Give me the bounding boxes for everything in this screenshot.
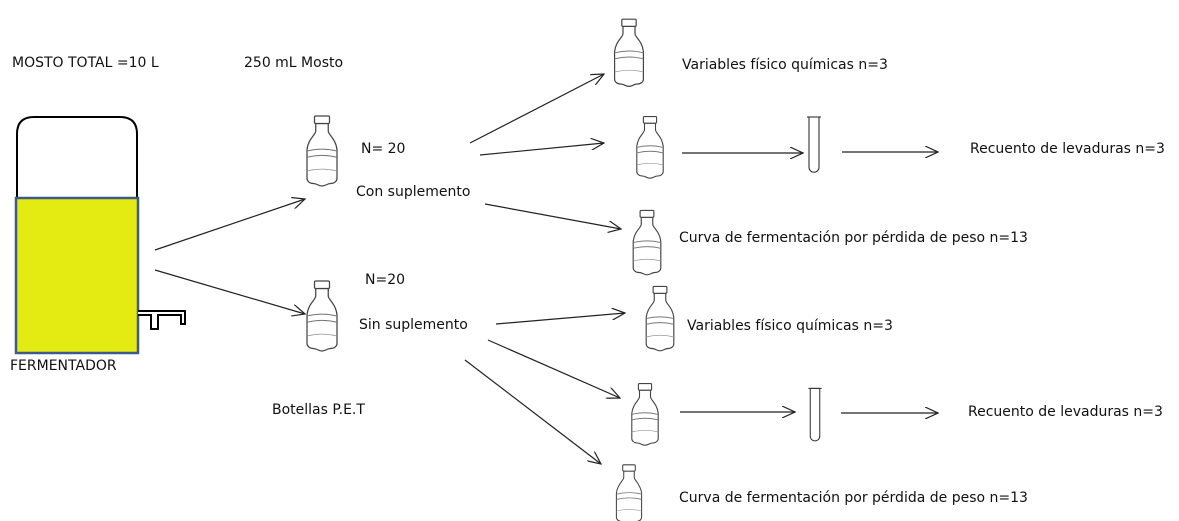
arrow-g2-physchem <box>495 313 625 325</box>
volume-label: 250 mL Mosto <box>244 55 344 71</box>
test-tube-g2-icon <box>807 387 823 442</box>
g2-curve-label: Curva de fermentación por pérdida de pes… <box>679 490 1028 506</box>
g1-yeast-label: Recuento de levaduras n=3 <box>970 141 1165 157</box>
arrow-g2-curve <box>464 359 601 464</box>
group2-count: N=20 <box>365 272 406 288</box>
bottle-g1-curve-icon <box>632 209 662 276</box>
bottle-g2-yeast-icon <box>631 383 659 446</box>
bottle-g2-physchem-icon <box>645 285 675 352</box>
mosto-total-label: MOSTO TOTAL =10 L <box>12 55 159 71</box>
arrow-g1-curve <box>484 203 621 229</box>
fermenter-label: FERMENTADOR <box>10 358 117 374</box>
bottle-g2-curve-icon <box>615 464 643 521</box>
bottle-group2-icon <box>306 280 338 352</box>
fermenter-tank-icon <box>14 116 186 355</box>
g1-physchem-label: Variables físico químicas n=3 <box>682 57 888 73</box>
g2-physchem-label: Variables físico químicas n=3 <box>687 318 893 334</box>
arrow-g2-yeast <box>487 339 620 398</box>
fermenter-tap-icon <box>138 310 186 330</box>
arrow-g1-yeast <box>479 143 604 156</box>
g2-yeast-label: Recuento de levaduras n=3 <box>968 404 1163 420</box>
arrow-g1-physchem <box>469 74 604 144</box>
arrow-to-group1 <box>154 199 305 251</box>
group2-name: Sin suplemento <box>359 317 468 333</box>
group1-name: Con suplemento <box>356 184 471 200</box>
bottle-g1-physchem-icon <box>613 18 645 88</box>
g1-curve-label: Curva de fermentación por pérdida de pes… <box>679 230 1028 246</box>
group1-count: N= 20 <box>361 141 406 157</box>
bottles-label: Botellas P.E.T <box>272 402 365 418</box>
bottle-group1-icon <box>306 115 338 187</box>
bottle-g1-yeast-icon <box>636 116 664 179</box>
fermenter-liquid <box>14 196 140 355</box>
arrow-to-group2 <box>154 269 305 314</box>
test-tube-g1-icon <box>806 116 822 173</box>
